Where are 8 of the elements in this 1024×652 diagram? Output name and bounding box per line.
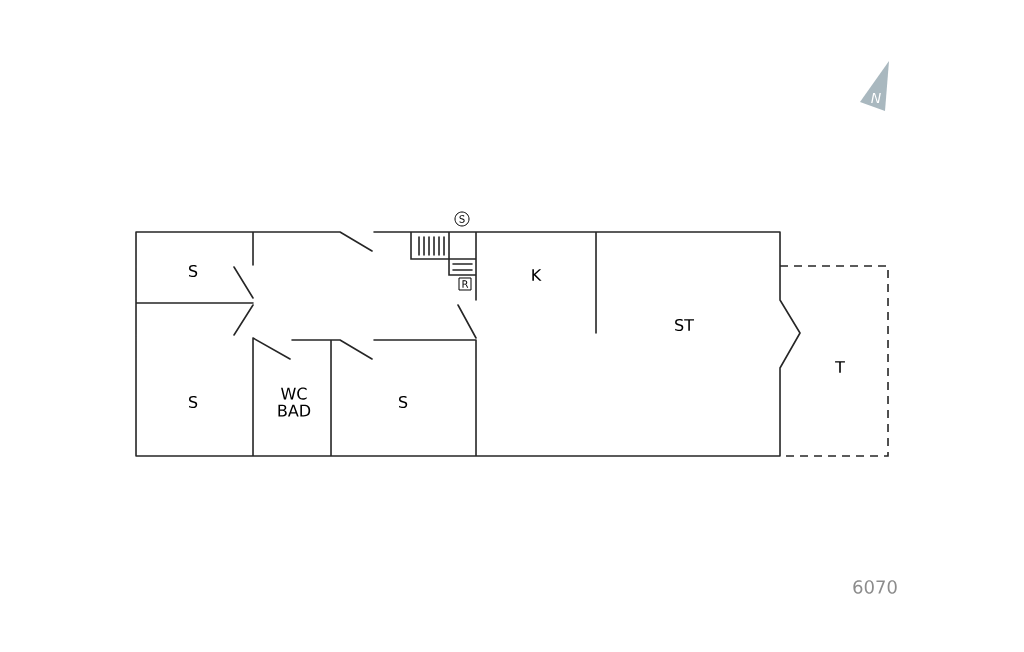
room-label: K	[532, 269, 542, 281]
room-label: ST	[675, 318, 694, 332]
room-label: T	[835, 361, 845, 373]
room-label: WC BAD	[278, 387, 311, 417]
room-label: S	[189, 264, 198, 278]
room-label: S	[399, 395, 408, 409]
plan-number: 6070	[853, 580, 897, 594]
room-label: S	[189, 395, 198, 409]
